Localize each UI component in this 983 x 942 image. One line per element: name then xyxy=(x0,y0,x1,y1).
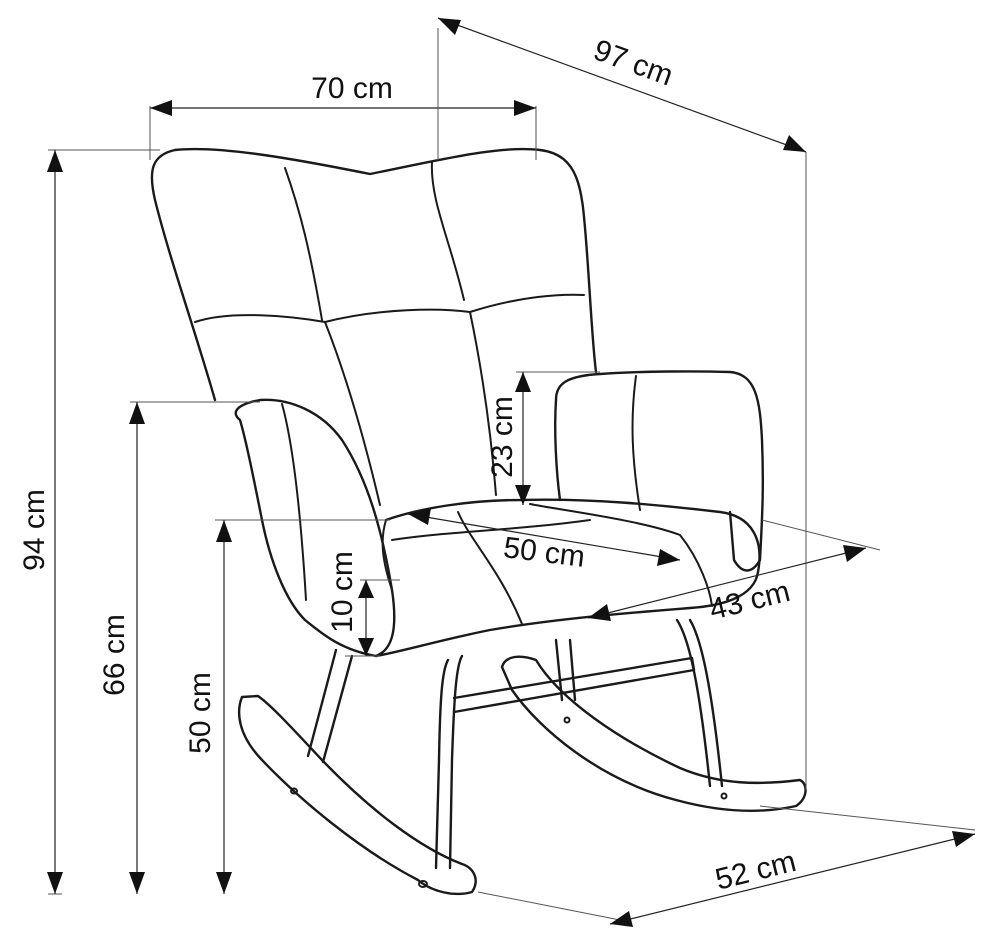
leg-rear xyxy=(688,618,724,788)
arrowhead xyxy=(610,911,633,927)
seat-seam xyxy=(391,519,591,541)
leg-front-left xyxy=(321,654,354,764)
label-armrest-above-seat: 23 cm xyxy=(486,396,519,478)
arrowhead xyxy=(783,135,806,152)
rocker-bolt xyxy=(720,792,728,800)
arrowhead xyxy=(150,100,172,116)
arrowhead xyxy=(358,580,374,598)
label-height: 94 cm xyxy=(18,489,51,571)
dimension-lines xyxy=(47,17,976,927)
arrowhead xyxy=(47,872,63,894)
backrest-seam xyxy=(469,311,497,496)
arrowhead xyxy=(515,372,531,392)
leg-front-middle xyxy=(448,654,464,870)
arrowhead xyxy=(216,872,232,894)
right-rocker xyxy=(500,655,807,812)
rocking-chair xyxy=(150,147,807,896)
arrowhead xyxy=(438,18,461,35)
arrowhead xyxy=(129,402,145,424)
leg-rear-inner xyxy=(554,638,564,702)
seat-seam xyxy=(529,503,713,607)
label-arm-height: 66 cm xyxy=(98,614,131,696)
seat-front xyxy=(381,519,393,591)
rocker-bolt xyxy=(563,716,571,724)
backrest xyxy=(150,147,598,402)
left-arm xyxy=(234,398,396,658)
arrowhead xyxy=(657,549,680,566)
arrowhead xyxy=(843,545,866,562)
left-rocker xyxy=(237,694,477,896)
crossbar xyxy=(452,656,696,714)
seat-cushion xyxy=(374,498,761,658)
arrowhead xyxy=(47,150,63,172)
label-cushion-thickness: 10 cm xyxy=(326,551,359,633)
arrowhead xyxy=(952,831,975,847)
label-seat-width: 43 cm xyxy=(706,575,793,627)
rocker-bolt xyxy=(418,880,428,888)
right-arm-inner xyxy=(554,398,562,502)
arrowhead xyxy=(358,638,374,656)
backrest-seam xyxy=(284,167,323,321)
arrowhead xyxy=(515,485,531,505)
leg-rear xyxy=(675,618,712,788)
backrest-seam xyxy=(324,321,381,506)
arrowhead xyxy=(129,872,145,894)
label-depth: 97 cm xyxy=(589,34,677,93)
backrest-seam xyxy=(194,293,585,324)
label-seat-depth: 50 cm xyxy=(502,531,587,574)
rocker-bolt xyxy=(290,787,298,795)
backrest-seam xyxy=(430,161,465,301)
arrowhead xyxy=(408,508,431,525)
arrowhead xyxy=(514,100,536,116)
leg-front-middle xyxy=(434,658,450,870)
right-arm-seam xyxy=(631,375,641,511)
label-rocker-length: 52 cm xyxy=(712,845,799,897)
dimension-labels: 70 cm 97 cm 94 cm 66 cm 50 cm 23 cm 10 c… xyxy=(18,34,799,897)
leg-front-left xyxy=(306,648,338,758)
label-width: 70 cm xyxy=(311,72,393,105)
arrowhead xyxy=(216,520,232,542)
label-seat-height: 50 cm xyxy=(184,672,217,754)
seat-seam xyxy=(457,511,523,625)
arrowhead xyxy=(588,604,611,621)
right-arm xyxy=(554,370,765,572)
left-arm-seam xyxy=(281,403,307,601)
